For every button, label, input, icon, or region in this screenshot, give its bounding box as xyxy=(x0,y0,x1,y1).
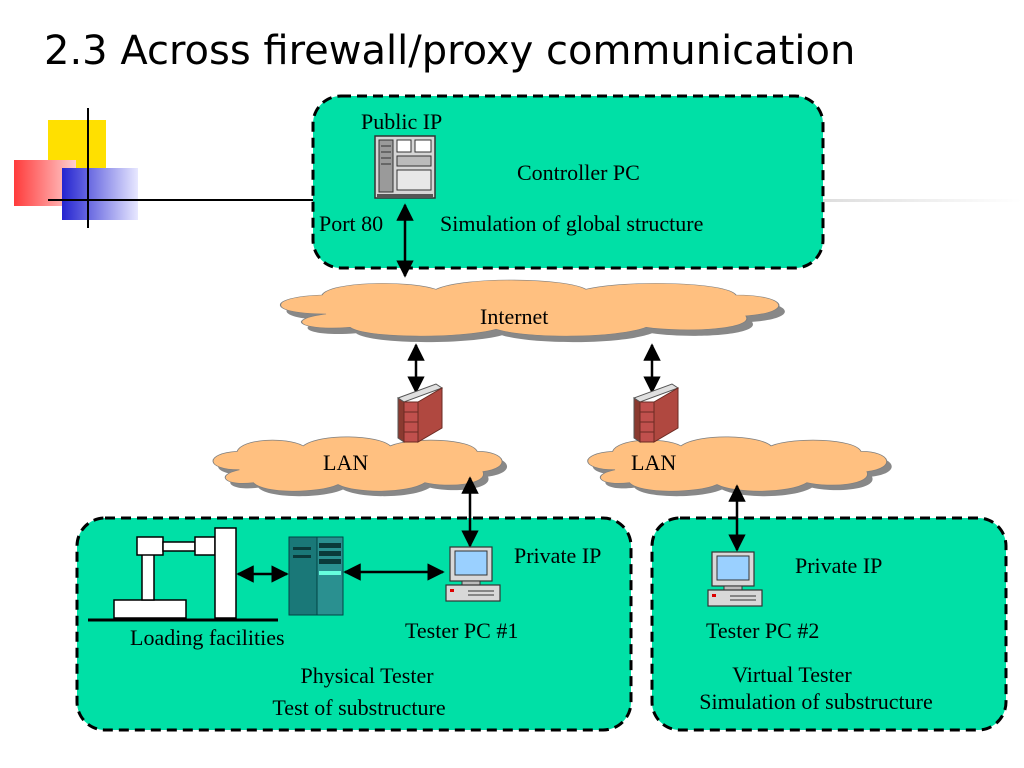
tester1-private-ip-label: Private IP xyxy=(514,543,602,568)
loading-frame-icon xyxy=(88,527,278,622)
loading-facilities-label: Loading facilities xyxy=(130,625,285,650)
server-icon xyxy=(374,135,436,199)
tester-pc-1-label: Tester PC #1 xyxy=(405,618,519,643)
controller-port-label: Port 80 xyxy=(319,211,384,236)
controller-public-ip-label: Public IP xyxy=(361,109,443,134)
controller-box xyxy=(311,94,825,270)
firewall-right-icon xyxy=(632,383,680,443)
tester-pc-2-label: Tester PC #2 xyxy=(706,618,820,643)
controller-name-label: Controller PC xyxy=(517,160,640,185)
physical-tester-name: Physical Tester xyxy=(300,663,434,688)
decor-blue-square xyxy=(62,168,138,220)
controller-cabinet-icon xyxy=(288,536,344,616)
lan-left-label: LAN xyxy=(323,450,369,475)
page-title: 2.3 Across firewall/proxy communication xyxy=(44,28,856,74)
decor-fade-line xyxy=(822,199,1022,202)
tester-pc-1-icon xyxy=(445,546,501,602)
tester-pc-2-icon xyxy=(707,551,763,607)
title-ornament xyxy=(14,108,1022,228)
tester2-private-ip-label: Private IP xyxy=(795,553,883,578)
firewall-left-icon xyxy=(396,383,444,443)
lan-right-label: LAN xyxy=(631,450,677,475)
internet-label: Internet xyxy=(480,304,549,329)
physical-tester-role: Test of substructure xyxy=(272,695,446,720)
virtual-tester-role: Simulation of substructure xyxy=(699,689,933,714)
virtual-tester-name: Virtual Tester xyxy=(732,662,852,687)
controller-role-label: Simulation of global structure xyxy=(440,211,704,236)
